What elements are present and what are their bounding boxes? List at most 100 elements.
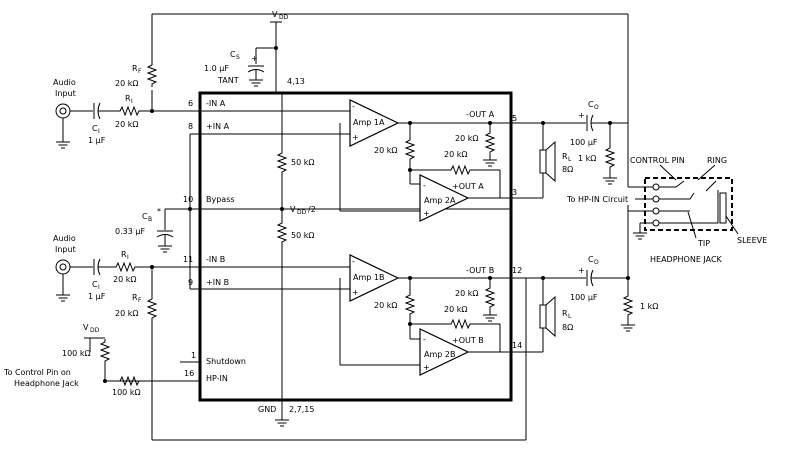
svg-text:I: I	[98, 128, 100, 135]
pin-10: 10	[183, 195, 193, 204]
channel-b-amps: Amp 1B - + 20 kΩ 20 kΩ 20 kΩ Amp 2B - +	[188, 134, 543, 376]
svg-text:+: +	[578, 111, 585, 120]
svg-text:1 kΩ: 1 kΩ	[640, 302, 658, 311]
svg-text:20 kΩ: 20 kΩ	[374, 146, 397, 155]
pin-vdd: 4,13	[287, 77, 305, 86]
pin-gnd: 2,7,15	[289, 405, 314, 414]
label-in-a-pos: +IN A	[206, 122, 230, 131]
svg-text:R: R	[132, 64, 138, 73]
svg-text:F: F	[138, 68, 142, 75]
pin-6: 6	[188, 99, 193, 108]
svg-text:8Ω: 8Ω	[562, 323, 573, 332]
label-out-a-neg: -OUT A	[466, 110, 495, 119]
svg-text:+: +	[352, 288, 359, 297]
svg-text:DD: DD	[297, 209, 307, 216]
svg-text:*: *	[157, 207, 161, 216]
svg-text:C: C	[588, 100, 594, 109]
svg-text:To HP-IN Circuit: To HP-IN Circuit	[566, 195, 628, 204]
svg-text:-: -	[423, 335, 426, 344]
svg-text:L: L	[568, 156, 572, 163]
svg-text:C: C	[92, 280, 98, 289]
svg-text:RING: RING	[707, 156, 727, 165]
svg-text:Input: Input	[55, 245, 76, 254]
svg-text:Input: Input	[55, 89, 76, 98]
svg-text:100 kΩ: 100 kΩ	[62, 349, 91, 358]
ic-package	[198, 91, 513, 402]
label-gnd: GND	[258, 405, 276, 414]
svg-text:20 kΩ: 20 kΩ	[444, 150, 467, 159]
svg-text:DD: DD	[90, 327, 100, 334]
svg-text:C: C	[142, 212, 148, 221]
pin-5: 5	[512, 114, 517, 123]
svg-text:Audio: Audio	[53, 78, 76, 87]
svg-text:100 µF: 100 µF	[570, 293, 598, 302]
pin-9: 9	[188, 278, 193, 287]
label-out-b-neg: -OUT B	[466, 266, 494, 275]
svg-text:SLEEVE: SLEEVE	[737, 236, 767, 245]
svg-text:Amp 2A: Amp 2A	[424, 196, 456, 205]
svg-text:8Ω: 8Ω	[562, 165, 573, 174]
bias-divider: 50 kΩ 50 kΩ V DD /2	[274, 93, 316, 427]
svg-text:C: C	[230, 50, 236, 59]
svg-text:S: S	[236, 54, 240, 61]
svg-text:R: R	[562, 152, 568, 161]
svg-text:To Control Pin on: To Control Pin on	[3, 368, 71, 377]
svg-text:L: L	[568, 313, 572, 320]
svg-text:Amp 1B: Amp 1B	[353, 273, 384, 282]
svg-text:C: C	[588, 255, 594, 264]
svg-text:20 kΩ: 20 kΩ	[115, 79, 138, 88]
svg-text:F: F	[138, 297, 142, 304]
svg-text:-: -	[423, 181, 426, 190]
svg-text:0.33 µF: 0.33 µF	[115, 227, 145, 236]
channel-a-amps: Amp 1A - + 20 kΩ 20 kΩ 20 kΩ Amp 2A - +	[190, 99, 543, 222]
label-in-b-neg: -IN B	[206, 255, 225, 264]
pin-1: 1	[191, 351, 196, 360]
label-out-b-pos: +OUT B	[452, 336, 484, 345]
label-bypass: Bypass	[206, 195, 235, 204]
svg-text:-: -	[352, 257, 355, 266]
svg-text:R: R	[121, 250, 127, 259]
svg-text:R: R	[125, 94, 131, 103]
label-in-b-pos: +IN B	[206, 278, 229, 287]
pin-12: 12	[512, 266, 522, 275]
svg-text:1 µF: 1 µF	[88, 136, 106, 145]
pin-11: 11	[183, 255, 193, 264]
svg-text:R: R	[132, 293, 138, 302]
svg-text:DD: DD	[279, 14, 289, 21]
bypass-cap: C B 0.33 µF *	[115, 207, 510, 253]
svg-text:+: +	[251, 54, 258, 63]
svg-text:I: I	[127, 254, 129, 261]
svg-text:100 kΩ: 100 kΩ	[112, 388, 141, 397]
svg-text:B: B	[148, 216, 152, 223]
svg-text:I: I	[131, 98, 133, 105]
vdd-supply: V DD 1.0 µF TANT C S +	[204, 10, 289, 93]
svg-text:HEADPHONE JACK: HEADPHONE JACK	[650, 255, 723, 264]
svg-text:50 kΩ: 50 kΩ	[291, 231, 314, 240]
svg-text:20 kΩ: 20 kΩ	[374, 301, 397, 310]
svg-text:100 µF: 100 µF	[570, 138, 598, 147]
label-in-a-neg: -IN A	[206, 99, 226, 108]
svg-text:I: I	[98, 284, 100, 291]
svg-text:20 kΩ: 20 kΩ	[455, 289, 478, 298]
pin-3: 3	[512, 188, 517, 197]
label-out-a-pos: +OUT A	[452, 182, 484, 191]
pin-8: 8	[188, 122, 193, 131]
svg-text:1 µF: 1 µF	[88, 292, 106, 301]
svg-text:O: O	[594, 104, 599, 111]
svg-text:TANT: TANT	[217, 76, 239, 85]
svg-text:R: R	[562, 309, 568, 318]
svg-text:+: +	[578, 266, 585, 275]
label-shutdown: Shutdown	[206, 357, 246, 366]
svg-text:-: -	[352, 102, 355, 111]
svg-text:1 kΩ: 1 kΩ	[578, 154, 596, 163]
svg-text:C: C	[92, 124, 98, 133]
svg-text:+: +	[423, 209, 430, 218]
svg-text:+: +	[352, 133, 359, 142]
svg-text:20 kΩ: 20 kΩ	[115, 309, 138, 318]
svg-text:20 kΩ: 20 kΩ	[444, 305, 467, 314]
svg-text:20 kΩ: 20 kΩ	[455, 134, 478, 143]
